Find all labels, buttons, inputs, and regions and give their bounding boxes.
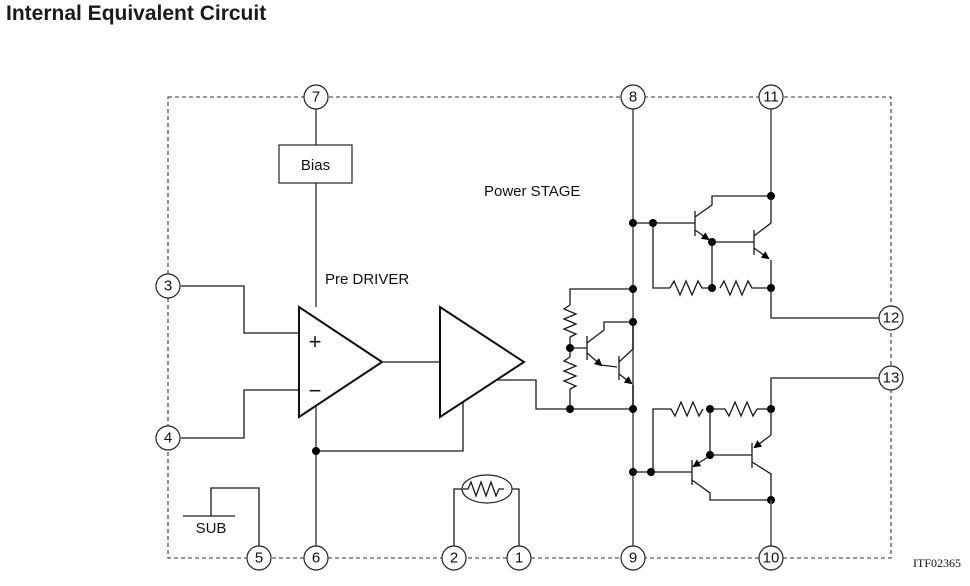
ic-boundary <box>167 96 892 559</box>
plus-sign: + <box>309 329 322 354</box>
pin-2: 2 <box>441 545 467 571</box>
pin-3: 3 <box>155 273 181 299</box>
svg-text:1: 1 <box>515 550 523 567</box>
minus-sign: − <box>309 378 322 403</box>
svg-text:8: 8 <box>629 89 637 106</box>
svg-text:2: 2 <box>450 550 458 567</box>
svg-text:9: 9 <box>629 550 637 567</box>
upper-power-darlington <box>629 108 879 319</box>
pin-10: 10 <box>758 545 784 571</box>
pin-12: 12 <box>878 305 904 331</box>
svg-text:3: 3 <box>164 278 172 295</box>
pre-driver-label: Pre DRIVER <box>325 271 409 288</box>
thermal-sensor <box>453 474 520 548</box>
svg-text:5: 5 <box>255 550 263 567</box>
figure-code: ITF02365 <box>913 556 961 570</box>
power-stage-label: Power STAGE <box>484 183 580 200</box>
pin-8: 8 <box>620 84 646 110</box>
pin-5: 5 <box>246 545 272 571</box>
svg-text:6: 6 <box>312 550 320 567</box>
pin-7: 7 <box>303 84 329 110</box>
svg-text:4: 4 <box>164 430 172 447</box>
input-wires <box>181 285 299 439</box>
pin-1: 1 <box>506 545 532 571</box>
substrate-ground: SUB <box>183 487 260 548</box>
svg-text:12: 12 <box>883 310 900 327</box>
junction-dot <box>312 447 320 455</box>
pin-4: 4 <box>155 425 181 451</box>
pin-9: 9 <box>620 545 646 571</box>
pin-11: 11 <box>758 84 784 110</box>
lower-power-darlington <box>629 377 879 548</box>
svg-text:10: 10 <box>763 550 780 567</box>
bias-label: Bias <box>301 157 330 174</box>
svg-text:7: 7 <box>312 89 320 106</box>
svg-text:13: 13 <box>883 370 900 387</box>
driver-buffer <box>439 305 526 419</box>
diagram-title: Internal Equivalent Circuit <box>6 2 267 25</box>
opamp-comparator: + − <box>298 305 384 419</box>
pin-13: 13 <box>878 365 904 391</box>
sub-label: SUB <box>196 520 227 537</box>
driver-darlington <box>562 285 637 413</box>
pin-6: 6 <box>303 545 329 571</box>
bias-block: Bias <box>278 144 353 184</box>
svg-text:11: 11 <box>763 89 779 106</box>
